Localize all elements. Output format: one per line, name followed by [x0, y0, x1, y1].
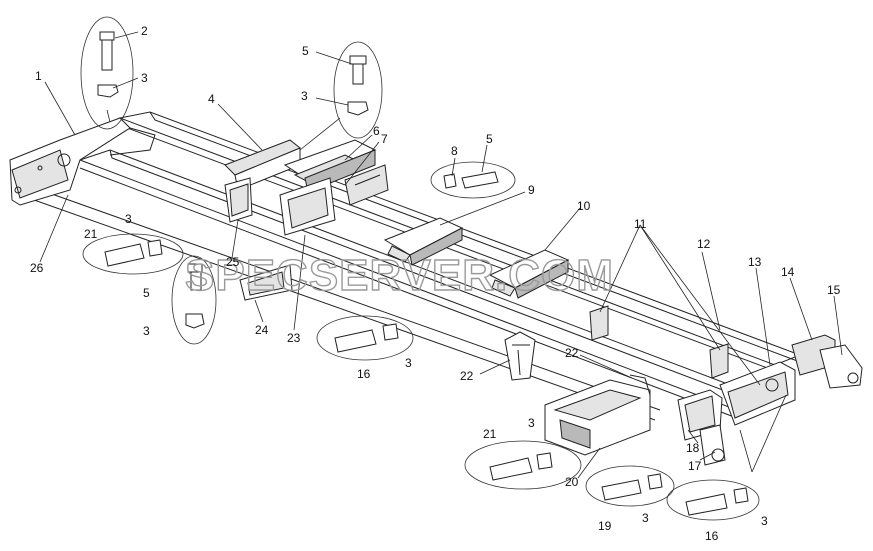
leader-lines	[39, 31, 843, 479]
callout-23: 23	[287, 331, 301, 345]
link-part-17	[699, 424, 726, 466]
bolt-group-5-3-left	[171, 255, 217, 345]
front-bracket-part-1	[9, 117, 156, 206]
callout-19: 19	[598, 519, 612, 533]
callout-7: 7	[381, 132, 388, 146]
bracket-part-24	[239, 264, 293, 301]
bolt-group-21-3-left	[82, 233, 184, 275]
callout-13: 13	[748, 255, 762, 269]
callout-11: 11	[634, 217, 647, 231]
callout-26: 26	[30, 261, 44, 275]
callout-14: 14	[781, 265, 795, 279]
bolt-group-16-3-mid	[316, 315, 414, 361]
callout-10: 10	[577, 199, 591, 213]
cross-member-part-9	[383, 217, 464, 266]
bolt-group-top-left	[80, 16, 134, 130]
callout-20: 20	[565, 475, 579, 489]
callout-5: 5	[302, 44, 309, 58]
bracket-part-7	[344, 164, 389, 206]
callout-21: 21	[483, 427, 497, 441]
callout-12: 12	[697, 237, 711, 251]
callout-3: 3	[141, 71, 148, 85]
cross-member-part-10	[488, 249, 570, 299]
rear-cross-member-part-13	[719, 361, 796, 426]
callout-3: 3	[761, 514, 768, 528]
bracket-part-18	[677, 389, 723, 441]
callout-4: 4	[208, 92, 215, 106]
mount-part-20	[544, 374, 651, 456]
bolt-group-top-mid	[333, 41, 383, 139]
callout-8: 8	[451, 144, 458, 158]
callout-24: 24	[255, 323, 269, 337]
callout-3: 3	[125, 212, 132, 226]
bracket-part-23	[279, 177, 336, 236]
bolt-group-16-3-right	[666, 479, 760, 521]
callout-3: 3	[528, 416, 535, 430]
watermark-text: SPECSERVER.COM	[185, 251, 614, 300]
bolt-group-21-3-bottom	[464, 440, 582, 490]
callout-21: 21	[84, 227, 98, 241]
callout-15: 15	[827, 283, 841, 297]
mount-part-22	[504, 331, 536, 381]
callout-18: 18	[686, 441, 700, 455]
callout-22: 22	[565, 346, 579, 360]
callout-5: 5	[143, 286, 150, 300]
callout-3: 3	[405, 356, 412, 370]
callout-22: 22	[460, 369, 474, 383]
callout-3: 3	[143, 324, 150, 338]
callout-2: 2	[141, 24, 148, 38]
callout-1: 1	[35, 69, 42, 83]
callout-3: 3	[301, 89, 308, 103]
gussets-part-11	[589, 305, 729, 379]
callout-5: 5	[486, 132, 493, 146]
callout-16: 16	[705, 529, 719, 543]
callout-9: 9	[528, 183, 535, 197]
bolt-group-8-5	[430, 161, 516, 199]
callout-25: 25	[226, 255, 240, 269]
callout-17: 17	[688, 459, 702, 473]
bracket-part-25	[224, 177, 253, 223]
callout-16: 16	[357, 367, 371, 381]
callout-3: 3	[642, 511, 649, 525]
callout-labels: 1 2 3 4 5 3 6 7 8 5 9 10 11 12 13 14 15 …	[30, 24, 841, 543]
bolt-group-19-3	[585, 465, 675, 507]
end-plate-part-15	[819, 344, 863, 389]
callout-6: 6	[373, 124, 380, 138]
